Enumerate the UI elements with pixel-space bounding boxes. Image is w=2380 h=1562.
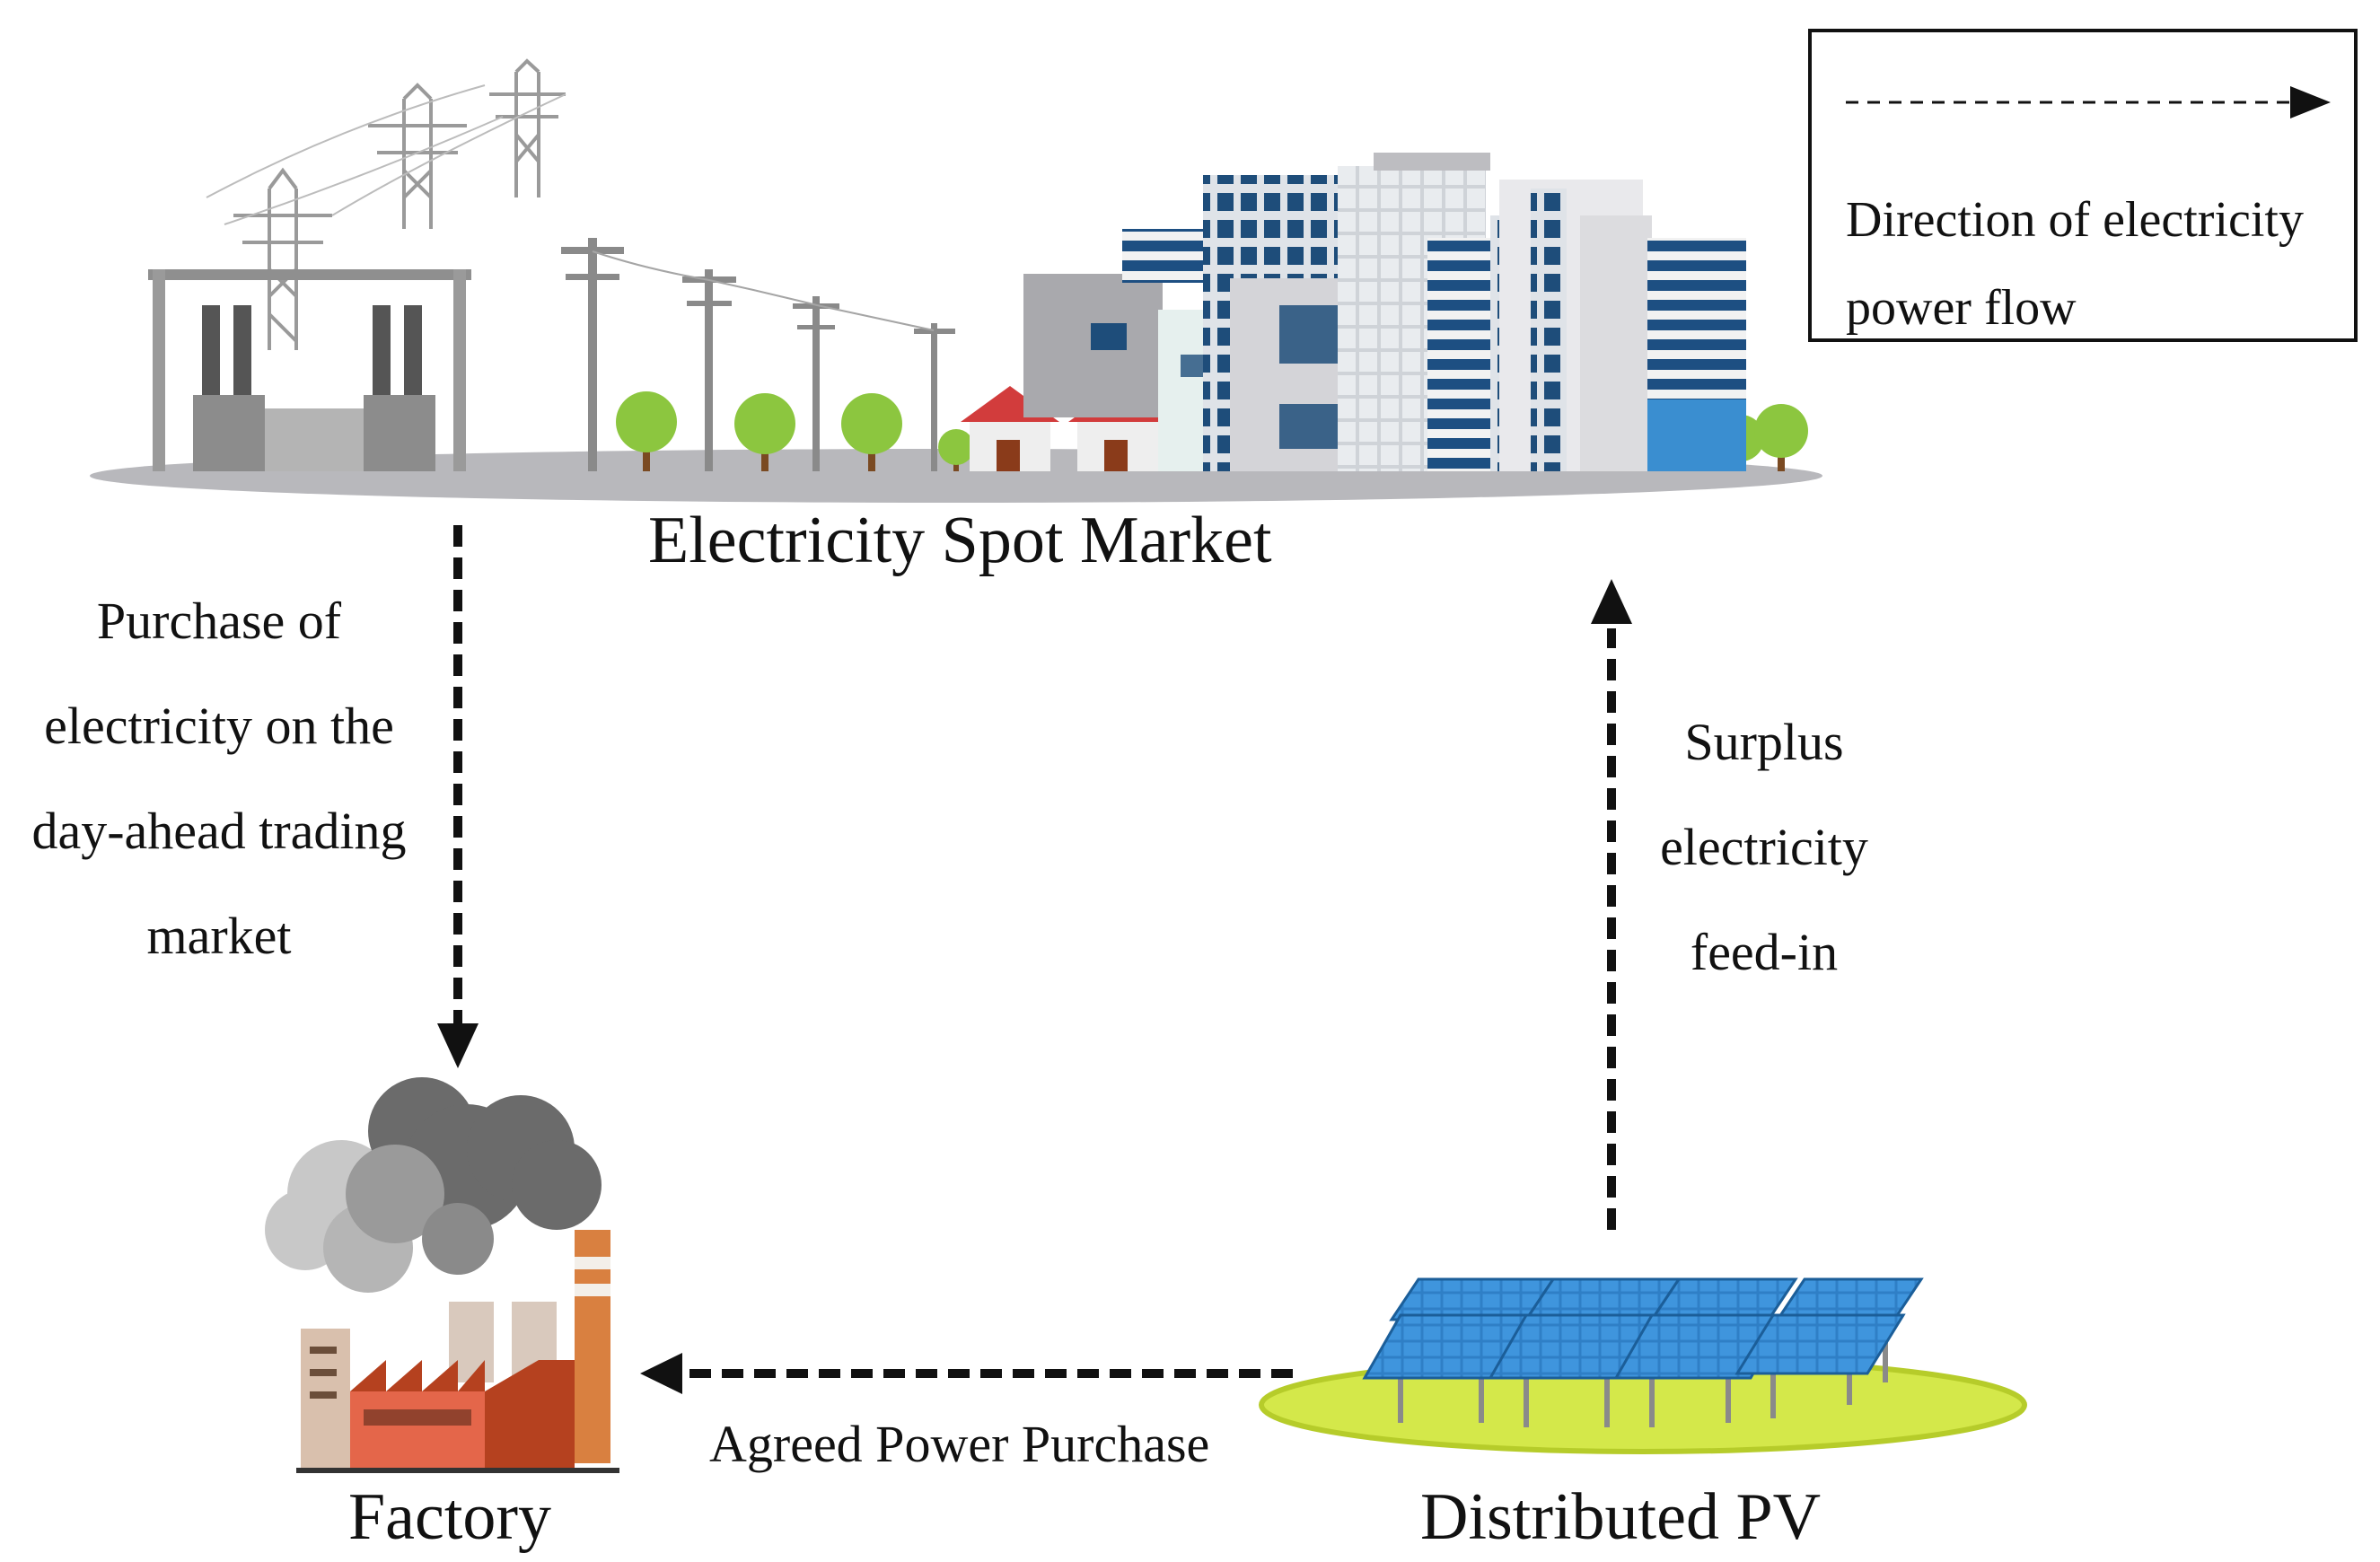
legend: Direction of electricity power flow xyxy=(1808,29,2358,342)
solar-panel-icon xyxy=(1362,1277,1924,1427)
factory-illustration xyxy=(265,1077,619,1473)
label-line: electricity on the xyxy=(44,697,394,755)
purchase-day-ahead-label: Purchase of electricity on the day-ahead… xyxy=(0,568,438,988)
label-line: electricity xyxy=(1660,818,1868,876)
legend-line-1: Direction of electricity xyxy=(1846,192,2304,248)
flow-arrow-market-to-factory xyxy=(437,525,479,1068)
legend-dashed-arrow-icon xyxy=(1846,86,2331,118)
grass-field xyxy=(1261,1358,2024,1452)
legend-text: Direction of electricity power flow xyxy=(1846,176,2304,352)
agreed-power-purchase-label: Agreed Power Purchase xyxy=(709,1415,1210,1473)
label-line: day-ahead trading xyxy=(31,802,407,860)
flow-arrow-pv-to-market xyxy=(1591,579,1632,1230)
label-line: feed-in xyxy=(1690,923,1839,981)
surplus-feed-in-label: Surplus electricity feed-in xyxy=(1629,689,1899,1005)
substation-icon xyxy=(148,269,471,471)
pv-title: Distributed PV xyxy=(1420,1480,1822,1554)
label-line: Purchase of xyxy=(96,592,342,650)
solar-farm-illustration xyxy=(1259,1277,2027,1454)
label-line: market xyxy=(146,907,292,965)
smoke-icon xyxy=(265,1077,602,1293)
market-title: Electricity Spot Market xyxy=(648,504,1272,577)
factory-title: Factory xyxy=(348,1480,552,1554)
power-pole-icon xyxy=(561,238,955,471)
spot-market-illustration xyxy=(90,58,1822,503)
city-buildings-icon xyxy=(1023,153,1746,471)
legend-line-2: power flow xyxy=(1846,280,2077,336)
label-line: Surplus xyxy=(1684,713,1844,771)
flow-arrow-pv-to-factory xyxy=(640,1353,1293,1394)
